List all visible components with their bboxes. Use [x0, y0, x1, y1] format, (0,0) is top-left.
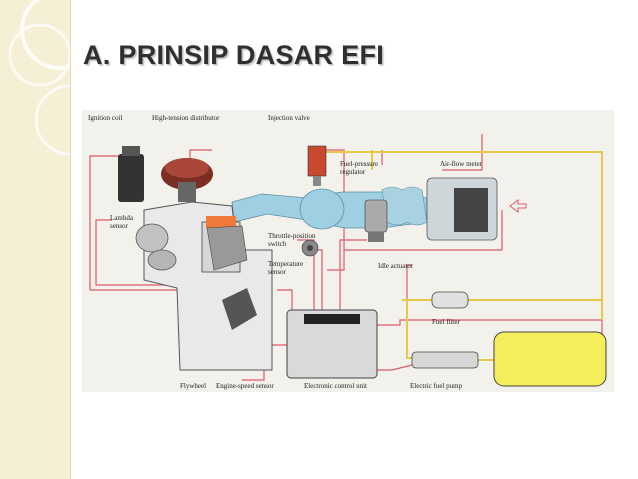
slide-title: A. PRINSIP DASAR EFI	[83, 40, 385, 70]
label-distributor: High-tension distributor	[152, 114, 220, 122]
label-fuel-filter: Fuel filter	[432, 318, 460, 326]
fuel-pressure-regulator	[364, 199, 388, 242]
label-temperature-2: sensor	[268, 268, 287, 276]
label-air-flow-meter: Air-flow meter	[440, 160, 483, 168]
label-fuel-pump: Electric fuel pump	[410, 382, 463, 390]
fuel-tank	[493, 331, 607, 387]
label-flywheel: Flywheel	[180, 382, 206, 390]
distributor	[161, 158, 213, 202]
label-fuel-pressure-1: Fuel-pressure	[340, 160, 378, 168]
label-injection-valve: Injection valve	[268, 114, 310, 122]
injection-valve	[307, 145, 327, 186]
label-fuel-pressure-2: regulator	[340, 168, 366, 176]
label-ignition-coil: Ignition coil	[88, 114, 122, 122]
efi-diagram: Ignition coil High-tension distributor I…	[82, 110, 614, 392]
label-lambda-1: Lambda	[110, 214, 134, 222]
decorative-circles	[8, 0, 70, 156]
efi-diagram-svg: Ignition coil High-tension distributor I…	[88, 114, 607, 390]
fuel-pump	[411, 351, 479, 369]
label-ecu: Electronic control unit	[304, 382, 367, 390]
label-engine-speed: Engine-speed sensor	[216, 382, 274, 390]
fuel-filter	[431, 291, 469, 309]
label-throttle-2: switch	[268, 240, 287, 248]
label-idle-actuator: Idle actuator	[378, 262, 414, 270]
intake-tract	[231, 186, 428, 230]
air-flow-meter	[426, 177, 527, 241]
label-lambda-2: sensor	[110, 222, 129, 230]
label-throttle-1: Throttle-position	[268, 232, 316, 240]
slide-sidebar	[0, 0, 71, 479]
throttle-switch	[301, 239, 319, 257]
engine-block	[135, 201, 273, 371]
ignition-coil	[118, 146, 144, 202]
label-temperature-1: Temperature	[268, 260, 303, 268]
ecu	[286, 309, 378, 379]
